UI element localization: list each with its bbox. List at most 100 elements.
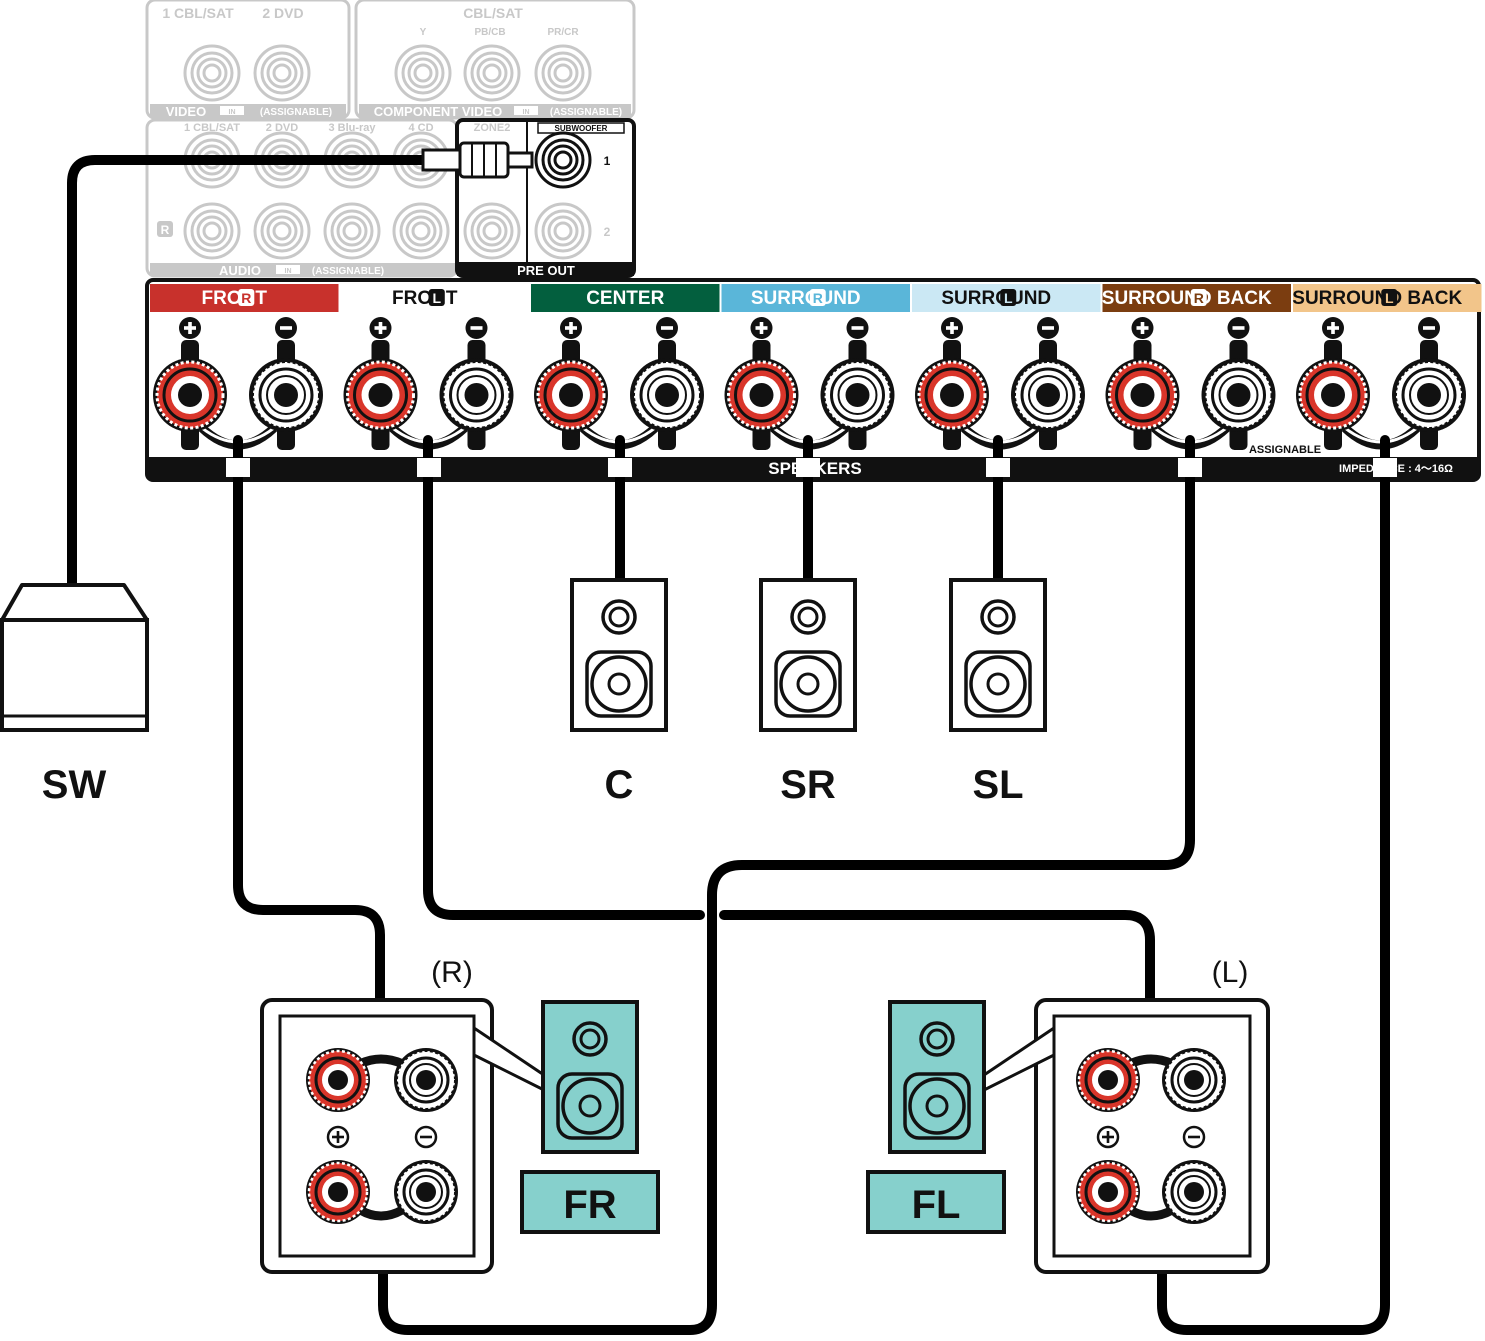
surround-left-speaker-icon — [949, 578, 1047, 732]
subwoofer-jack-2[interactable] — [534, 202, 592, 260]
plus-icon-1 — [369, 317, 392, 339]
video-input-1-label: 1 CBL/SAT — [162, 5, 234, 21]
audio-r-jack-3[interactable] — [323, 202, 381, 260]
front-right-speaker: (R) FR — [260, 956, 660, 1274]
audio-r-jack-4[interactable] — [392, 202, 450, 260]
video-label: VIDEO — [166, 104, 206, 119]
subwoofer-jack-1-label: 1 — [604, 154, 611, 168]
channel-label-1: FRONT — [392, 288, 458, 309]
front-left-positive-cable-2 — [719, 910, 1155, 1040]
component-pb-label: PB/CB — [474, 27, 505, 38]
front-left-speaker-icon — [888, 1000, 986, 1154]
center-speaker: C — [570, 578, 668, 807]
channel-side-badge-4 — [1000, 289, 1017, 306]
minus-icon-5 — [1227, 317, 1250, 339]
channel-side-letter-3: R — [813, 290, 823, 306]
fl-terminal-pos-top[interactable] — [1074, 1046, 1142, 1114]
audio-r-jack-2[interactable] — [253, 202, 311, 260]
front-left-positive-cable — [423, 435, 705, 920]
plus-icon-6 — [1322, 317, 1344, 339]
terminal-negative-2[interactable] — [628, 356, 706, 434]
component-label: COMPONENT VIDEO — [374, 104, 503, 119]
terminal-negative-6[interactable] — [1390, 356, 1468, 434]
center-label: C — [605, 763, 634, 807]
channel-side-letter-1: L — [432, 290, 441, 306]
video-in-badge: IN — [229, 109, 236, 116]
surround-right-speaker-icon — [759, 578, 857, 732]
terminal-negative-1[interactable] — [438, 356, 515, 434]
terminal-negative-3[interactable] — [819, 356, 896, 434]
video-assignable: (ASSIGNABLE) — [260, 107, 332, 118]
audio-input-2-label: 2 DVD — [266, 122, 298, 134]
plus-icon-2 — [560, 317, 582, 339]
subwoofer-speaker: SW — [0, 583, 149, 807]
plus-icon-0 — [179, 317, 201, 339]
channel-label-5: SURROUND BACK — [1102, 288, 1272, 309]
component-video-panel: CBL/SAT Y PB/CB PR/CR COMPONENT VIDEO IN… — [354, 0, 636, 120]
channel-label-2: CENTER — [586, 288, 664, 309]
audio-assignable: (ASSIGNABLE) — [312, 266, 384, 277]
plus-icon-5 — [1131, 317, 1154, 339]
channel-side-badge-3 — [809, 289, 826, 306]
video-jack-2[interactable] — [253, 44, 311, 102]
subwoofer-cable — [67, 155, 435, 595]
fr-terminal-pos-top[interactable] — [304, 1046, 372, 1114]
terminal-pair-0 — [151, 317, 325, 450]
terminal-positive-0[interactable] — [151, 356, 229, 434]
audio-r-marker: R — [161, 223, 170, 237]
terminal-positive-2[interactable] — [532, 356, 610, 434]
minus-icon-1 — [465, 317, 488, 339]
channel-side-badge-5 — [1190, 289, 1207, 306]
component-pr-jack[interactable] — [534, 44, 592, 102]
terminal-negative-4[interactable] — [1009, 356, 1087, 434]
surround-left-label: SL — [972, 763, 1023, 807]
subwoofer-label: SW — [42, 763, 107, 807]
subwoofer-label: SUBWOOFER — [555, 124, 608, 133]
fr-terminal-pos-bottom[interactable] — [304, 1158, 372, 1226]
audio-input-4-label: 4 CD — [408, 122, 433, 134]
surround-right-label: SR — [780, 763, 836, 807]
video-input-panel: 1 CBL/SAT 2 DVD VIDEO IN (ASSIGNABLE) — [145, 0, 351, 120]
terminal-positive-6[interactable] — [1294, 356, 1372, 434]
terminal-positive-5[interactable] — [1104, 356, 1181, 434]
zone2-label: ZONE2 — [474, 122, 511, 134]
minus-icon-3 — [846, 317, 869, 339]
terminal-positive-3[interactable] — [723, 356, 800, 434]
pre-out-label: PRE OUT — [517, 263, 575, 278]
fr-terminal-neg-bottom[interactable] — [392, 1158, 460, 1226]
terminal-negative-5[interactable] — [1200, 356, 1277, 434]
front-left-speaker: (L) FL — [866, 956, 1270, 1274]
component-pb-jack[interactable] — [463, 44, 521, 102]
component-in-badge: IN — [523, 109, 530, 116]
video-jack-1[interactable] — [183, 44, 241, 102]
subwoofer-jack-1[interactable] — [534, 131, 592, 189]
channel-side-letter-4: L — [1004, 290, 1013, 306]
audio-input-panel: 1 CBL/SAT 2 DVD 3 Blu-ray 4 CD R AUDIO I… — [145, 118, 459, 278]
component-y-jack[interactable] — [394, 44, 452, 102]
plus-icon-3 — [750, 317, 773, 339]
fl-minus-icon — [1182, 1125, 1206, 1149]
cable-bar-gaps — [226, 458, 1397, 477]
audio-r-jack-1[interactable] — [183, 202, 241, 260]
minus-icon-6 — [1418, 317, 1440, 339]
terminal-positive-1[interactable] — [342, 356, 419, 434]
channel-side-badge-6 — [1381, 289, 1398, 306]
fr-terminal-neg-top[interactable] — [392, 1046, 460, 1114]
front-right-positive-cable — [233, 435, 385, 1040]
component-assignable: (ASSIGNABLE) — [550, 107, 622, 118]
fl-terminal-neg-bottom[interactable] — [1160, 1158, 1228, 1226]
fl-terminal-neg-top[interactable] — [1160, 1046, 1228, 1114]
center-speaker-icon — [570, 578, 668, 732]
zone2-jack[interactable] — [463, 202, 521, 260]
terminal-positive-4[interactable] — [913, 356, 991, 434]
audio-in-badge: IN — [285, 268, 292, 275]
fr-minus-icon — [414, 1125, 438, 1149]
fl-terminal-pos-bottom[interactable] — [1074, 1158, 1142, 1226]
channel-label-0: FRONT — [202, 288, 268, 309]
terminal-negative-0[interactable] — [247, 356, 325, 434]
channel-side-badge-0 — [238, 289, 255, 306]
